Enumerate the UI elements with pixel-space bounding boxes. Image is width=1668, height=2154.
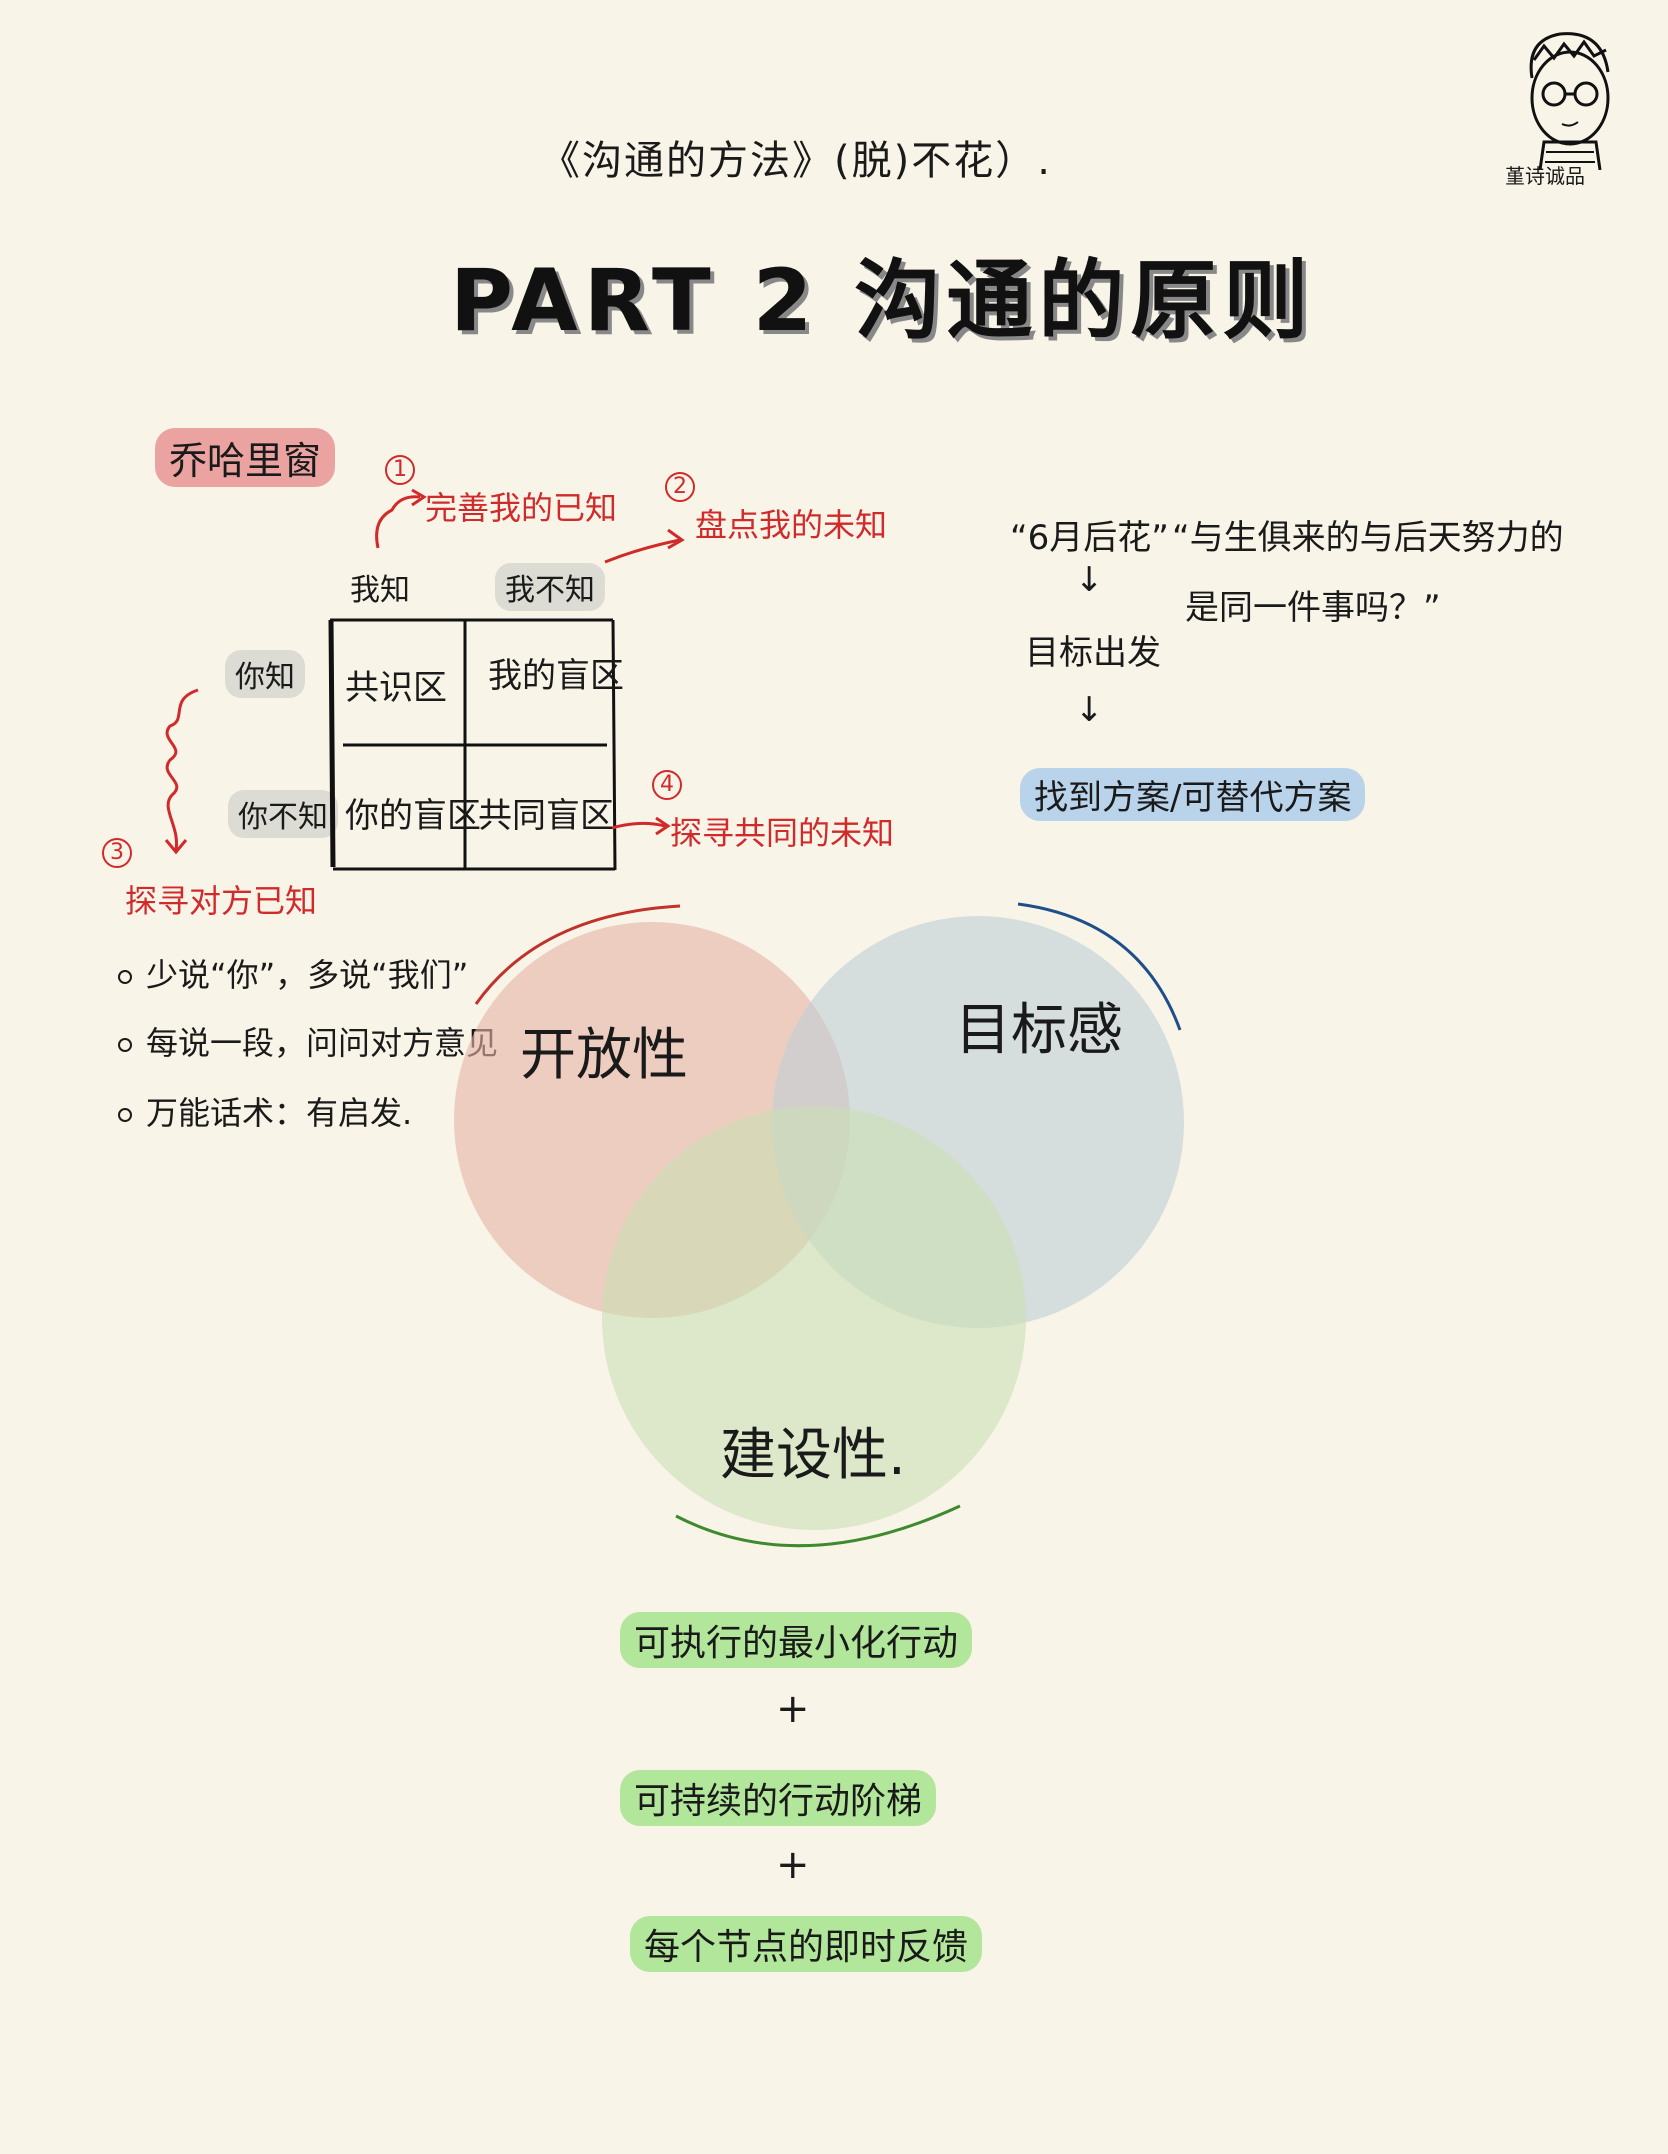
cell-shared-area: 共识区 [345, 668, 447, 708]
venn-label-openness: 开放性 [520, 1023, 688, 1088]
avatar-icon [1529, 32, 1610, 170]
col-header-i-dont-know: 我不知 [495, 563, 605, 611]
johari-grid [328, 618, 617, 871]
author-signature: 堇诗诚品 [1505, 164, 1585, 188]
johari-title: 乔哈里窗 [155, 428, 336, 487]
action-step: 可持续的行动阶梯 [620, 1770, 937, 1826]
note-inventory-my-unknown: 盘点我的未知 [695, 506, 888, 544]
question-line-1: “与生俱来的与后天努力的 [1172, 518, 1564, 558]
plus-sign: + [776, 1842, 810, 1888]
subtitle: 《沟通的方法》(脱)不花）. [540, 138, 1052, 184]
col-header-i-know: 我知 [350, 573, 410, 608]
red-arrows [164, 488, 685, 855]
arrow-down-icon: ↓ [1075, 690, 1104, 730]
arrow-down-icon: ↓ [1075, 560, 1104, 600]
note-number-4: 4 [652, 770, 682, 800]
note-complete-my-known: 完善我的已知 [425, 489, 618, 527]
venn-circle-build [602, 1106, 1026, 1530]
action-step: 可执行的最小化行动 [620, 1612, 973, 1668]
row-header-you-dont-know: 你不知 [228, 790, 338, 838]
solution-result: 找到方案/可替代方案 [1020, 768, 1366, 821]
row-header-you-know: 你知 [225, 650, 305, 698]
note-number-1: 1 [385, 455, 415, 485]
venn-arc-open [474, 904, 681, 1005]
goal-start: 目标出发 [1025, 633, 1161, 673]
tip-item: 少说“你”，多说“我们” [118, 950, 468, 996]
quote-note: “6月后花” [1010, 518, 1169, 558]
action-step: 每个节点的即时反馈 [630, 1916, 983, 1972]
note-number-3: 3 [102, 838, 132, 868]
cell-shared-blind-spot: 共同盲区 [478, 796, 614, 836]
cell-my-blind-spot: 我的盲区 [488, 656, 624, 696]
venn-diagram [454, 902, 1184, 1548]
tip-item: 万能话术：有启发. [118, 1088, 412, 1134]
plus-sign: + [776, 1686, 810, 1732]
question-line-2: 是同一件事吗？” [1185, 588, 1441, 628]
note-explore-shared-unknown: 探寻共同的未知 [670, 814, 895, 852]
note-explore-their-known: 探寻对方已知 [125, 882, 318, 920]
venn-label-constructive: 建设性. [720, 1423, 906, 1488]
note-number-2: 2 [665, 472, 695, 502]
page-title: PART 2 沟通的原则 [450, 251, 1315, 351]
tip-item: 每说一段，问问对方意见 [118, 1018, 498, 1064]
cell-your-blind-spot: 你的盲区 [345, 796, 481, 836]
venn-arc-build [675, 1504, 961, 1548]
venn-arc-goal [1017, 902, 1182, 1031]
venn-label-goal: 目标感 [955, 998, 1123, 1063]
